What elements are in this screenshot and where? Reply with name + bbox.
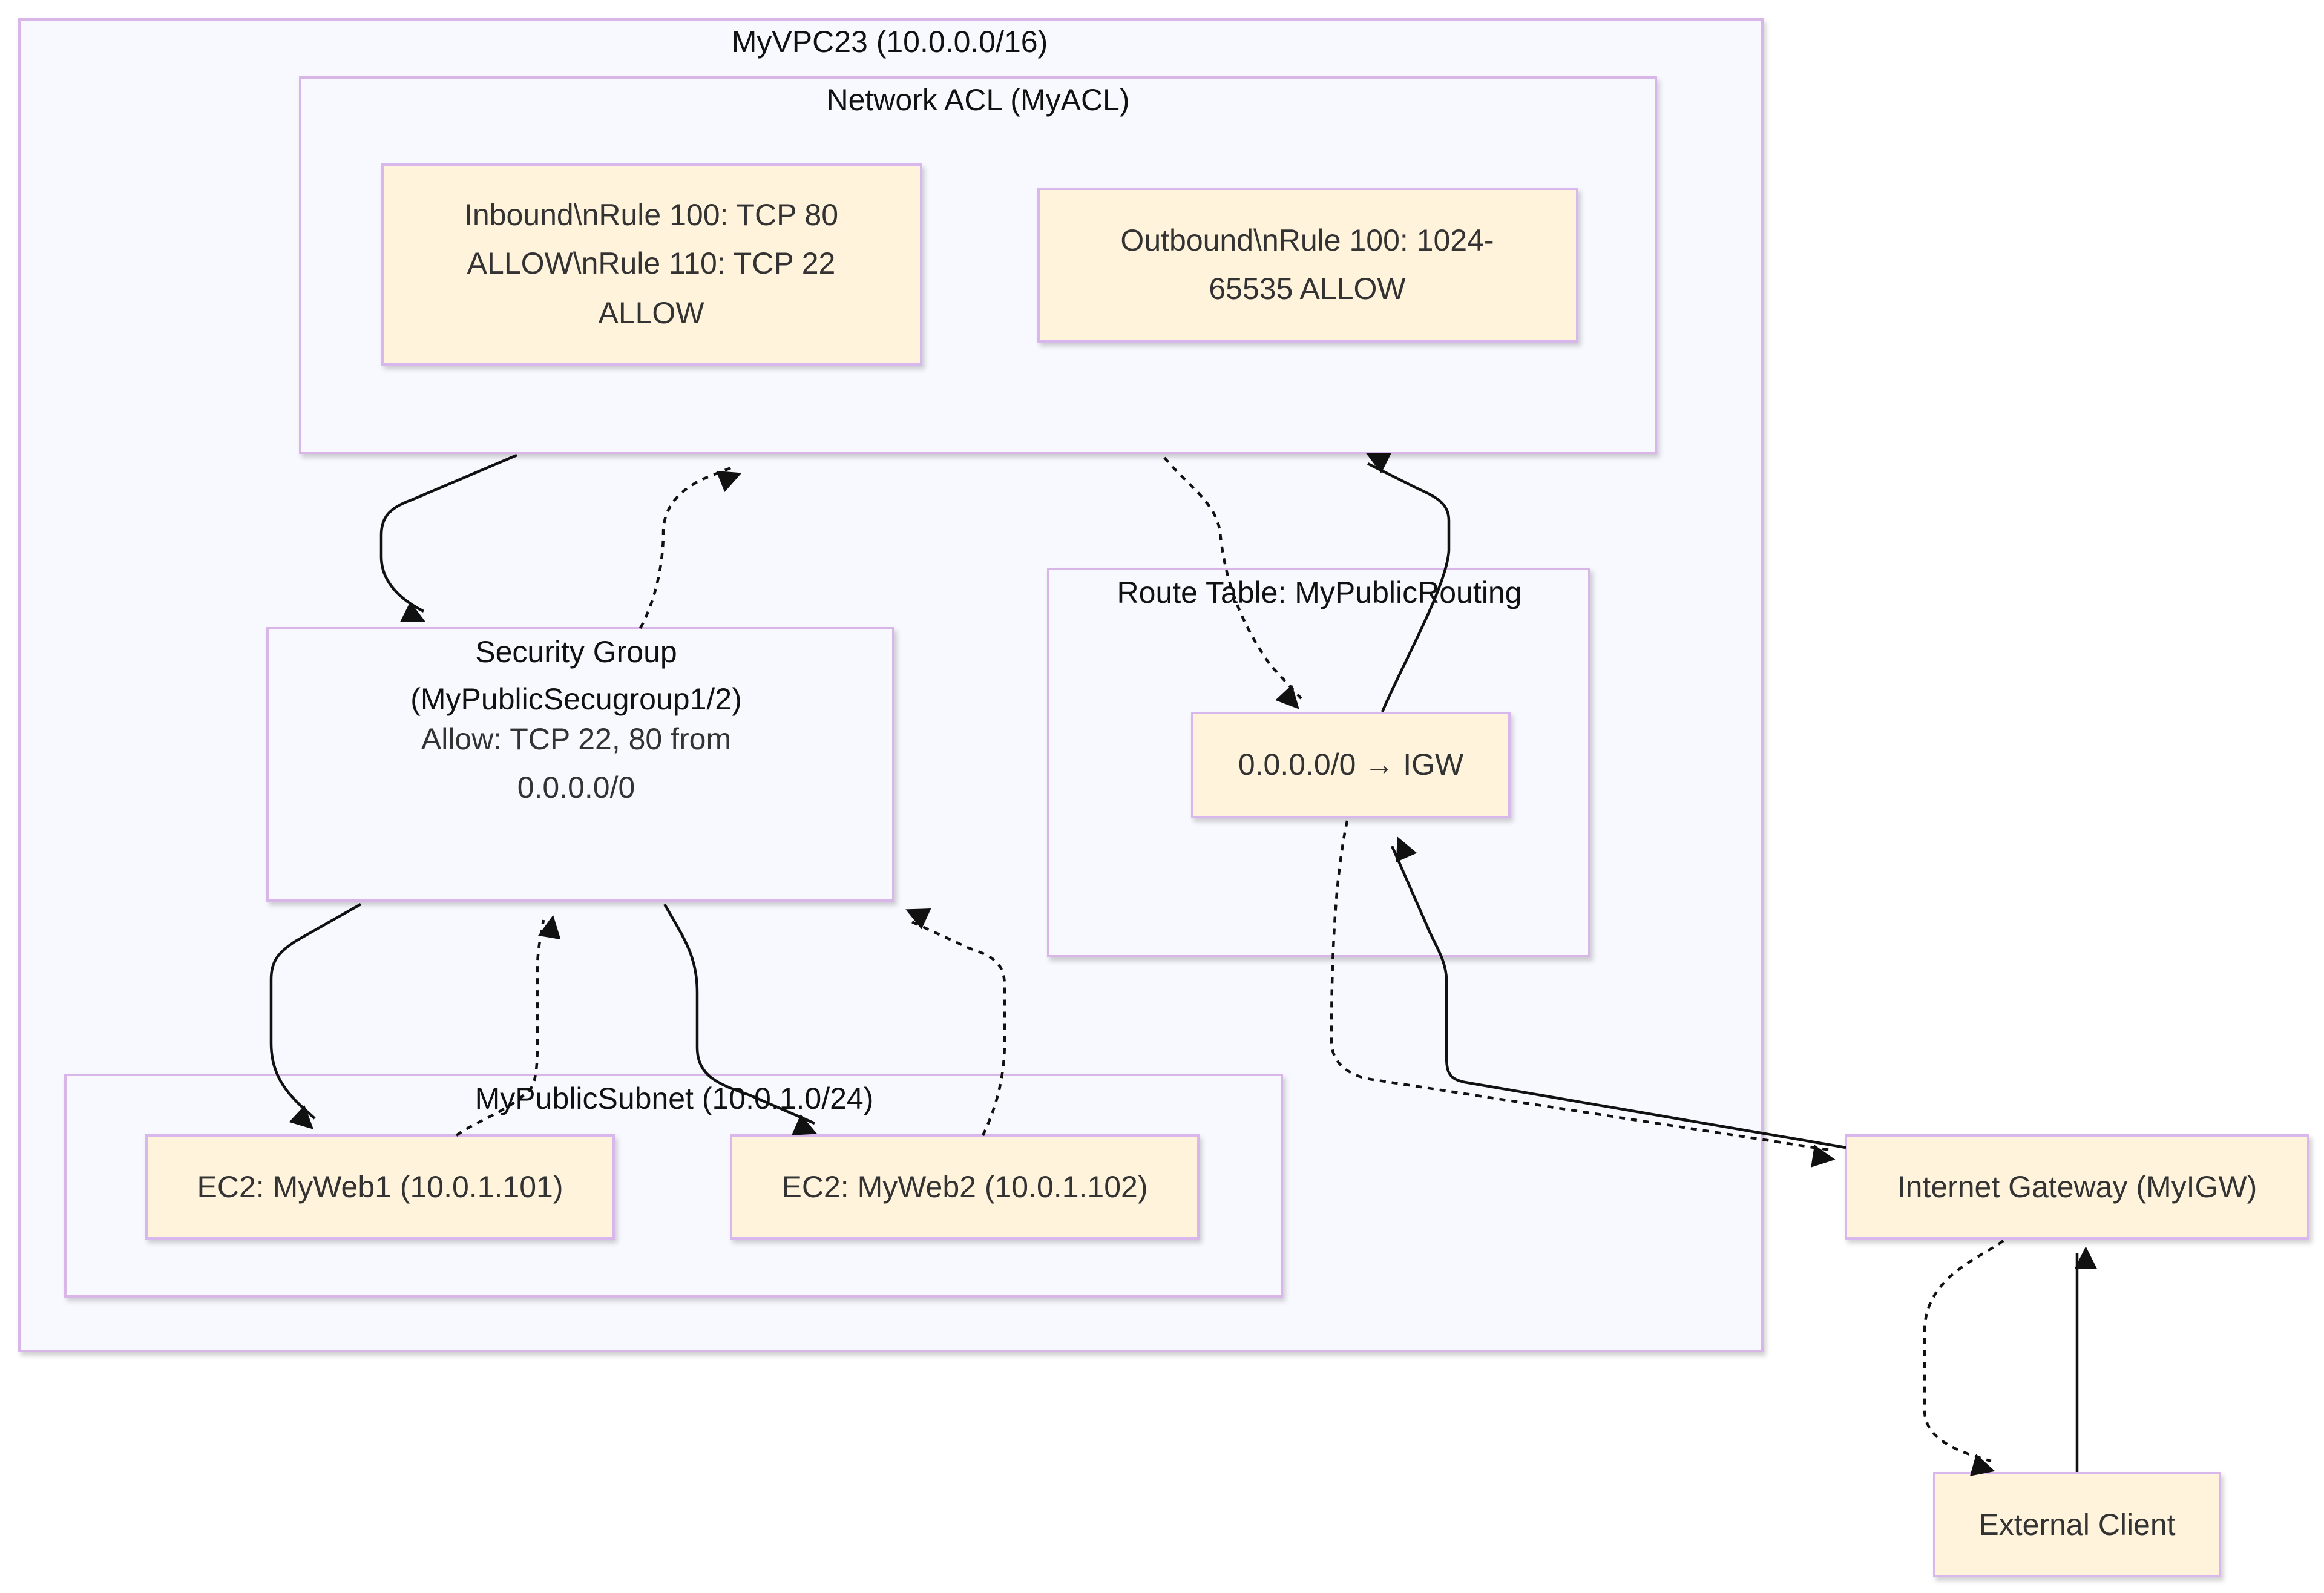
edge-security-group-to-web2 [663,903,818,1135]
edge-acl-to-route [1163,456,1302,709]
external-client-node: External Client [1933,1472,2221,1577]
acl-inbound-line-2: ALLOW\nRule 110: TCP 22 [467,246,836,280]
external-client-label: External Client [1978,1508,2175,1542]
route-table-title: Route Table: MyPublicRouting [1117,576,1522,609]
acl-outbound-line-2: 65535 ALLOW [1209,272,1406,306]
edge-security-group-to-web1 [269,903,362,1129]
acl-inbound-line-3: ALLOW [598,296,704,330]
vpc-title: MyVPC23 (10.0.0.0/16) [732,25,1048,59]
edge-igw-to-client [1923,1240,2004,1476]
edge-acl-to-security-group [379,453,517,622]
edge-igw-to-route [1390,836,1846,1149]
security-group-rule-line-1: Allow: TCP 22, 80 from [421,722,731,756]
security-group-box: Security Group (MyPublicSecugroup1/2) Al… [266,627,894,902]
acl-inbound-node: Inbound\nRule 100: TCP 80 ALLOW\nRule 11… [381,163,922,366]
ec2-web2-label: EC2: MyWeb2 (10.0.1.102) [782,1170,1148,1204]
route-node: 0.0.0.0/0 → IGW [1191,712,1511,818]
acl-inbound-line-1: Inbound\nRule 100: TCP 80 [464,198,838,232]
acl-outbound-node: Outbound\nRule 100: 1024- 65535 ALLOW [1037,188,1578,343]
security-group-title-line-1: Security Group [475,635,677,669]
edge-security-group-to-acl [639,465,742,629]
security-group-title-line-2: (MyPublicSecugroup1/2) [410,682,742,716]
ec2-web2-node: EC2: MyWeb2 (10.0.1.102) [730,1134,1200,1240]
internet-gateway-label: Internet Gateway (MyIGW) [1897,1170,2257,1204]
security-group-rule-line-2: 0.0.0.0/0 [517,770,635,804]
edge-web1-to-security-group [455,915,561,1137]
network-acl-title: Network ACL (MyACL) [826,83,1129,117]
route-label: 0.0.0.0/0 → IGW [1238,747,1464,781]
edge-web2-to-security-group [905,908,1006,1136]
ec2-web1-label: EC2: MyWeb1 (10.0.1.101) [197,1170,563,1204]
internet-gateway-node: Internet Gateway (MyIGW) [1845,1134,2309,1240]
edge-route-to-acl [1365,453,1451,712]
public-subnet-title: MyPublicSubnet (10.0.1.0/24) [475,1082,874,1115]
ec2-web1-node: EC2: MyWeb1 (10.0.1.101) [145,1134,615,1240]
acl-outbound-line-1: Outbound\nRule 100: 1024- [1120,223,1494,257]
